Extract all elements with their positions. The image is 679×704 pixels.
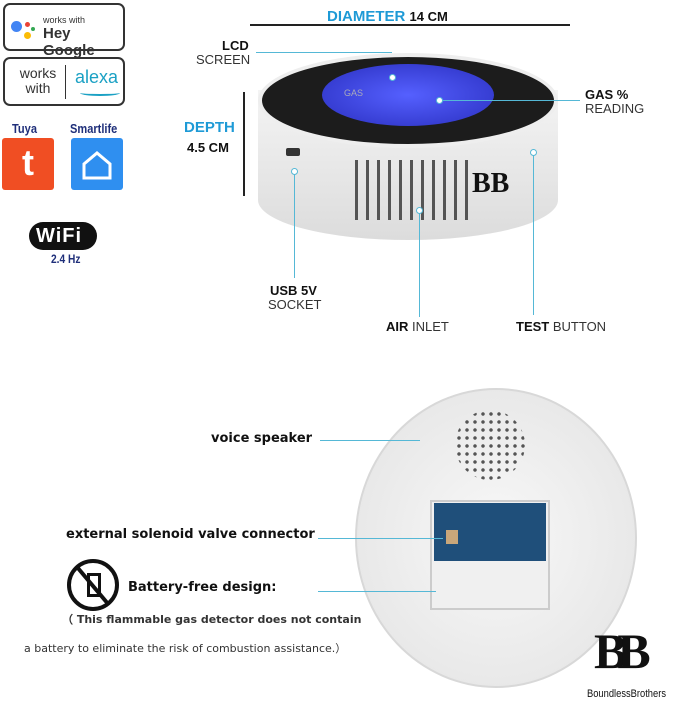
- lcd-screen: GAS: [322, 64, 494, 126]
- smartlife-app-icon: [71, 138, 123, 190]
- depth-value: 4.5 CM: [187, 140, 229, 155]
- alexa-logo: alexa: [75, 67, 119, 87]
- no-battery-icon: [67, 559, 119, 611]
- diameter-label: DIAMETER 14 CM: [327, 8, 448, 25]
- usb-label-sub: SOCKET: [268, 297, 322, 312]
- diameter-arrow: [250, 24, 570, 26]
- badge-text: works with: [43, 15, 86, 25]
- valve-connector: [446, 530, 458, 544]
- tuya-label: Tuya: [12, 121, 37, 136]
- wifi-band-label: 2.4 Hz: [51, 252, 81, 266]
- tuya-app-icon: t: [2, 138, 54, 190]
- usb-label: USB 5V: [270, 283, 317, 298]
- battery-note: a battery to eliminate the risk of combu…: [24, 642, 347, 655]
- air-vents: [355, 160, 475, 220]
- gas-label: GAS %: [585, 87, 629, 102]
- badge-text: Hey Google: [43, 25, 95, 59]
- lcd-label-sub: SCREEN: [196, 52, 251, 67]
- air-inlet-label: AIR INLET: [386, 319, 449, 334]
- alexa-badge: works with alexa: [3, 57, 125, 106]
- lcd-label: LCD: [222, 38, 249, 53]
- hey-google-badge: works with Hey Google: [3, 3, 125, 59]
- usb-socket: [286, 148, 300, 156]
- test-button-label: TEST BUTTON: [516, 319, 607, 334]
- smartlife-label: Smartlife: [70, 121, 118, 136]
- speaker-grille: [455, 410, 525, 480]
- gas-label-sub: READING: [585, 101, 645, 116]
- depth-label: DEPTH: [184, 119, 235, 136]
- brand-logo: BB: [594, 623, 651, 679]
- badge-text: works with: [19, 65, 57, 96]
- google-assistant-icon: [11, 19, 35, 41]
- brand-name: BoundlessBrothers: [587, 688, 667, 700]
- battery-free-title: Battery-free design:: [128, 580, 277, 595]
- lcd-text: GAS: [344, 88, 364, 98]
- speaker-label: voice speaker: [211, 431, 313, 446]
- valve-label: external solenoid valve connector: [66, 527, 315, 542]
- depth-arrow: [243, 92, 245, 196]
- battery-note: （ This flammable gas detector does not c…: [62, 613, 362, 626]
- bb-logo: BB: [472, 168, 510, 199]
- wifi-logo: WiFi: [29, 222, 97, 250]
